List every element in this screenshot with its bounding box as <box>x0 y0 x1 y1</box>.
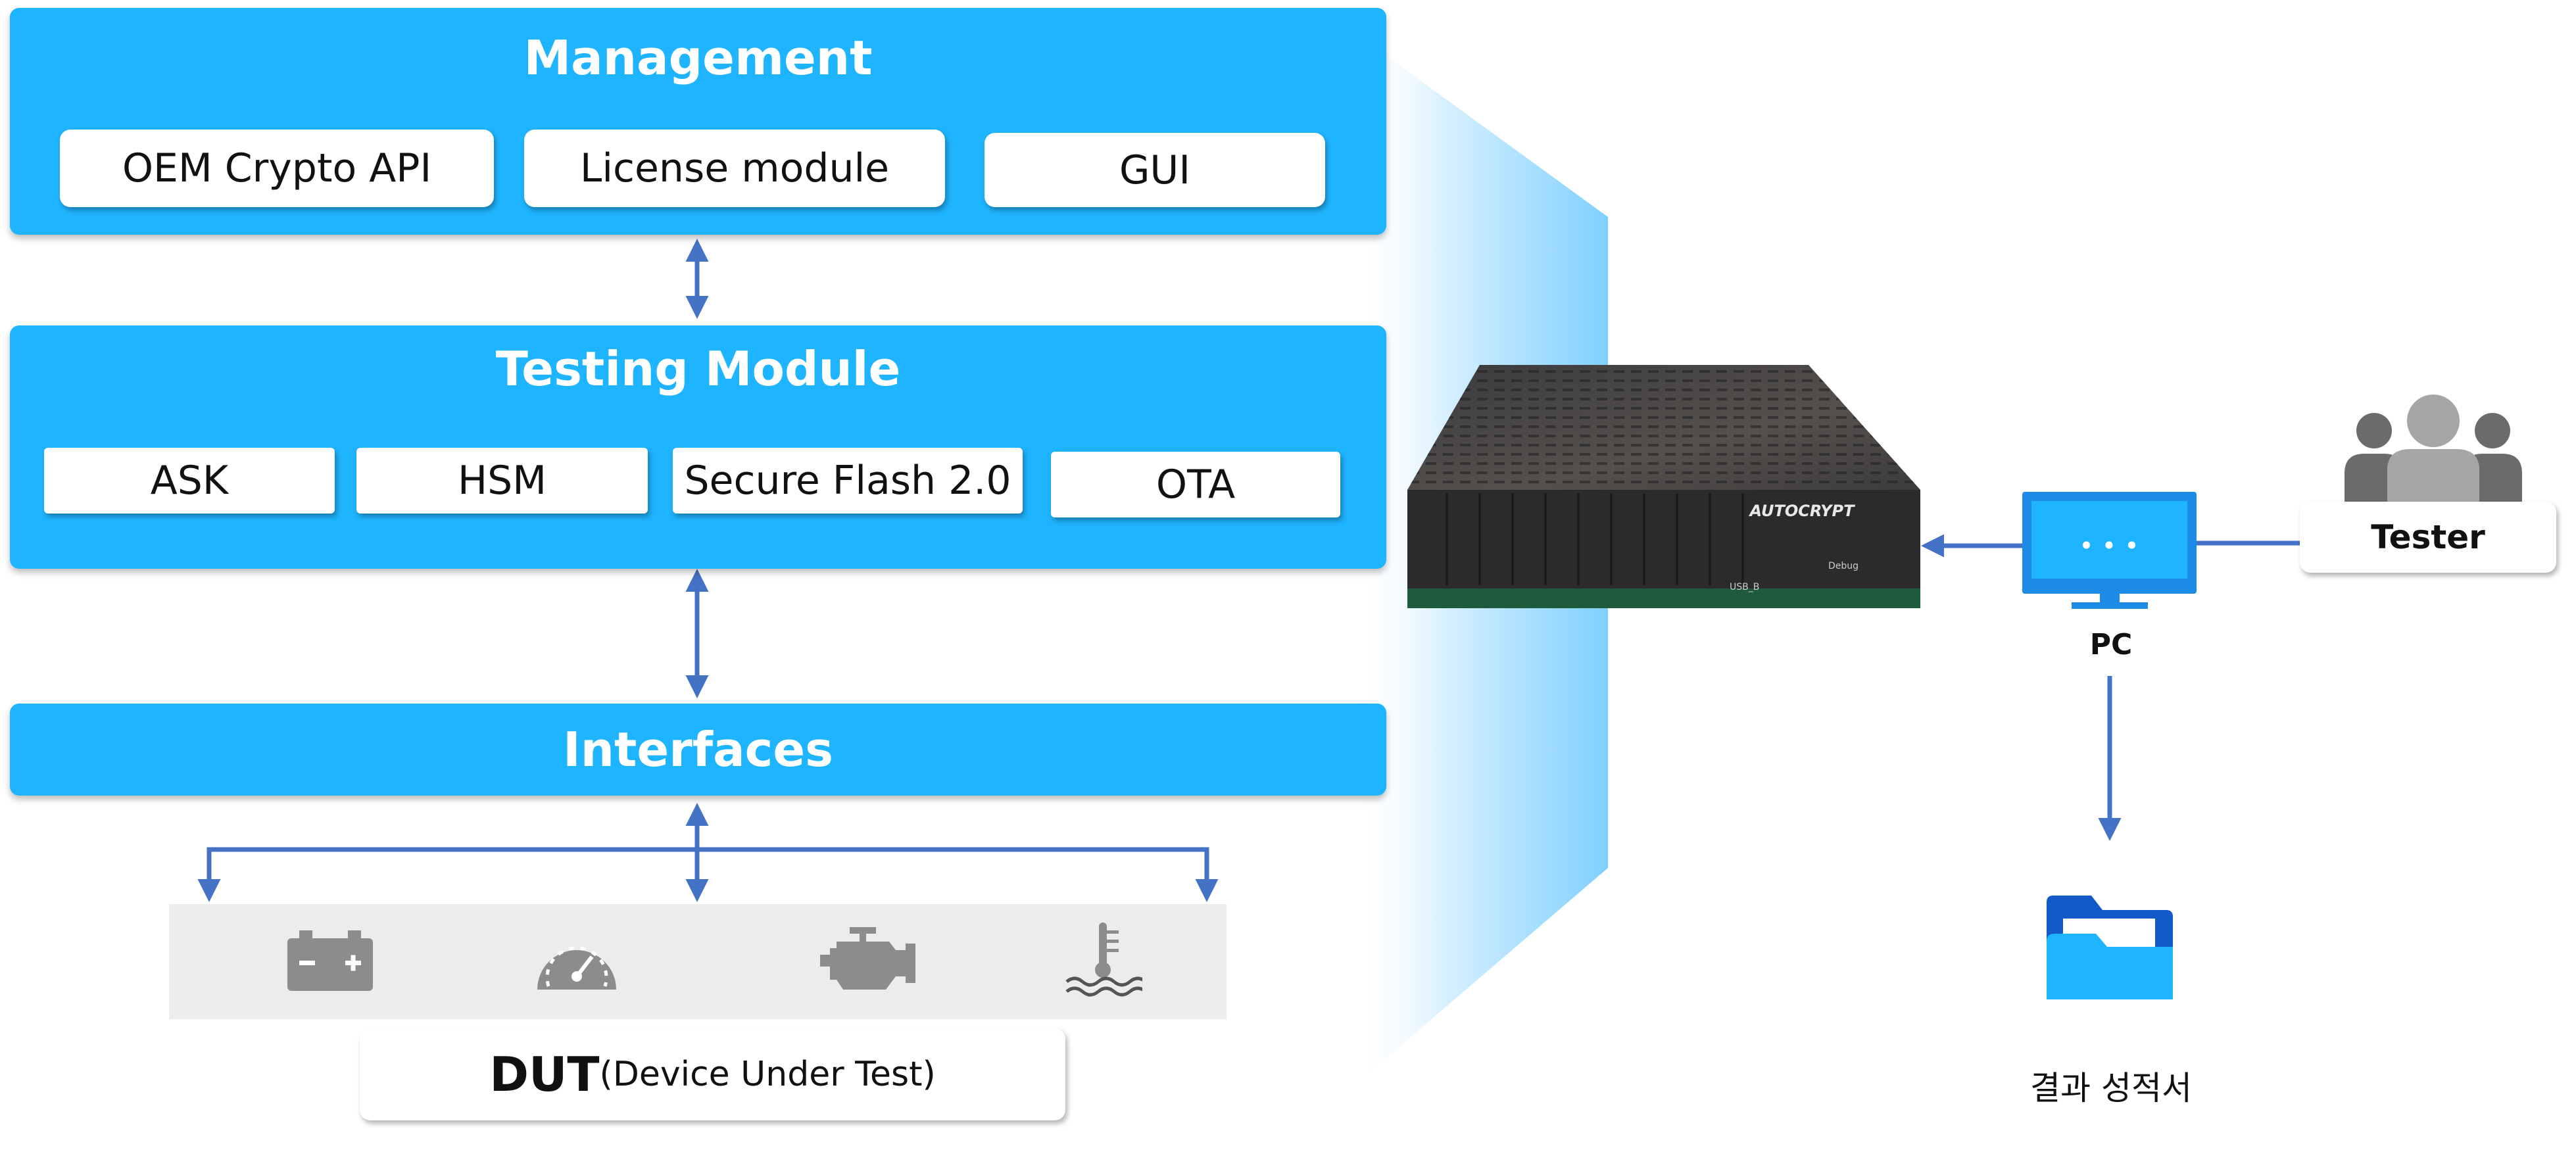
coolant-temperature-icon <box>1065 922 1142 997</box>
interfaces-panel: Interfaces <box>10 704 1386 796</box>
management-title: Management <box>523 30 873 85</box>
device-brand: AUTOCRYPT <box>1749 502 1856 520</box>
autocrypt-device-image: AUTOCRYPT USB_B Debug <box>1407 365 1920 608</box>
module-gui: GUI <box>984 133 1325 207</box>
pc-label: PC <box>2089 628 2133 661</box>
module-ota: OTA <box>1051 452 1340 517</box>
report-folder-icon <box>2047 896 2173 999</box>
pc-monitor-icon: • • • <box>2022 492 2197 609</box>
device-front-panel <box>1407 490 1920 588</box>
dut-icon-strip <box>169 904 1227 1019</box>
module-oem-crypto-api: OEM Crypto API <box>60 130 494 207</box>
testing-module-panel: Testing Module ASK HSM Secure Flash 2.0 … <box>10 325 1386 569</box>
engine-icon <box>820 927 915 990</box>
device-port-debug: Debug <box>1828 561 1859 571</box>
device-vents <box>1407 365 1920 490</box>
module-ask: ASK <box>44 448 335 514</box>
interfaces-title: Interfaces <box>562 722 834 777</box>
dut-bus-line <box>197 847 1219 902</box>
management-panel: Management OEM Crypto API License module… <box>10 8 1386 235</box>
tester-people-icon <box>2345 395 2522 516</box>
dut-title: DUT <box>489 1047 600 1102</box>
tester-label: Tester <box>2300 502 2556 573</box>
battery-icon <box>287 930 373 991</box>
speedometer-icon <box>537 946 616 990</box>
device-port-usb: USB_B <box>1730 582 1759 592</box>
module-hsm: HSM <box>356 448 648 514</box>
testing-module-title: Testing Module <box>495 341 901 396</box>
module-secure-flash: Secure Flash 2.0 <box>673 448 1023 514</box>
report-label: 결과 성적서 <box>2030 1069 2192 1107</box>
device-board <box>1407 588 1920 608</box>
module-license: License module <box>524 130 945 207</box>
pc-screen-dots: • • • <box>2079 531 2139 560</box>
dut-subtitle: (Device Under Test) <box>599 1055 936 1094</box>
dut-box: DUT(Device Under Test) <box>360 1028 1065 1120</box>
